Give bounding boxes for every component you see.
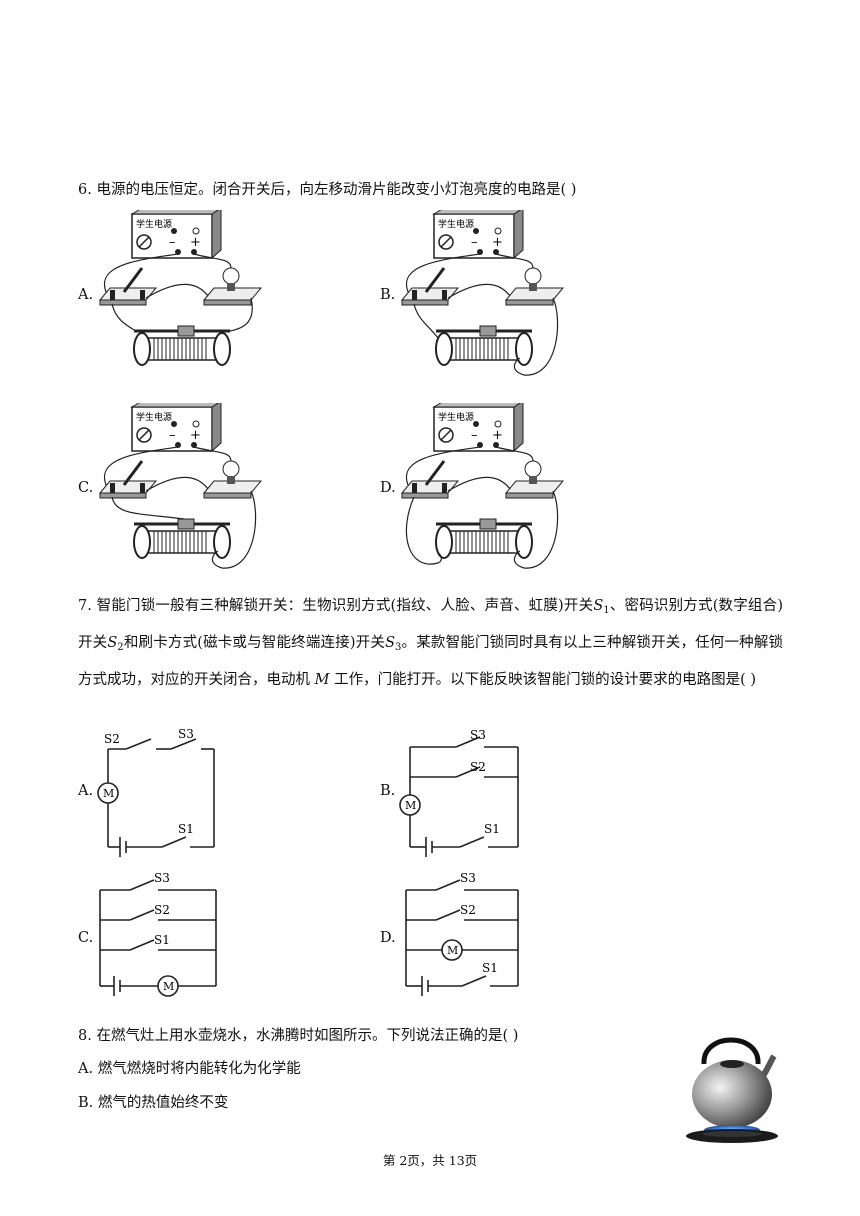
q7-circuit-c-diagram: S3 S2 S1 M bbox=[99, 871, 217, 997]
s1-subscript: 1 bbox=[603, 605, 610, 616]
power-supply-label: 学生电源 bbox=[136, 411, 172, 423]
wires bbox=[103, 253, 253, 332]
power-supply-label: 学生电源 bbox=[438, 411, 474, 423]
s1-label: S1 bbox=[178, 822, 194, 836]
s3-label: S3 bbox=[460, 871, 476, 885]
s1-label: S1 bbox=[484, 822, 500, 836]
s1-label: S1 bbox=[482, 961, 498, 975]
power-supply: 学生电源 –+ bbox=[432, 403, 524, 453]
s3-label: S3 bbox=[154, 871, 170, 885]
power-supply: 学生电源 –+ bbox=[130, 210, 222, 260]
s2-label: S2 bbox=[104, 732, 120, 746]
s3-symbol: S bbox=[385, 635, 395, 651]
s3-label: S3 bbox=[178, 727, 194, 741]
power-supply-label: 学生电源 bbox=[136, 218, 172, 230]
knife-switch bbox=[400, 460, 460, 499]
page-number: 第 2页，共 13页 bbox=[382, 1153, 478, 1168]
bulb-board bbox=[504, 460, 565, 499]
svg-text:+: + bbox=[190, 235, 201, 250]
s2-symbol: S bbox=[107, 635, 118, 651]
q7-stem-part-3: 和刷卡方式(磁卡或与智能终端连接)开关 bbox=[123, 635, 386, 651]
motor-label: M bbox=[447, 944, 458, 957]
wires bbox=[103, 446, 257, 569]
s1-label: S1 bbox=[154, 933, 170, 947]
q7-option-a-label[interactable]: A. bbox=[78, 783, 94, 799]
q6-option-a-label[interactable]: A. bbox=[78, 287, 94, 303]
power-supply-label: 学生电源 bbox=[438, 218, 474, 230]
svg-text:–: – bbox=[169, 235, 176, 250]
q7-circuit-d-diagram: S3 S2 M S1 bbox=[405, 871, 519, 996]
q7-stem-part-5: 工作，门能打开。以下能反映该智能门锁的设计要求的电路图是( ) bbox=[334, 672, 756, 688]
q6-option-b-label[interactable]: B. bbox=[380, 287, 396, 303]
s2-subscript: 2 bbox=[117, 642, 124, 653]
knife-switch bbox=[400, 267, 460, 306]
power-supply: 学生电源 –+ bbox=[432, 210, 524, 260]
q8-option-b[interactable]: B. 燃气的热值始终不变 bbox=[78, 1095, 229, 1111]
q6-stem: 6. 电源的电压恒定。闭合开关后，向左移动滑片能改变小灯泡亮度的电路是( ) bbox=[78, 182, 577, 198]
svg-text:+: + bbox=[492, 428, 503, 443]
bulb-board bbox=[202, 267, 263, 306]
q6-circuit-d-figure: 学生电源 –+ bbox=[400, 403, 565, 569]
motor-symbol: M bbox=[314, 672, 330, 688]
motor-label: M bbox=[163, 980, 174, 993]
rheostat bbox=[435, 325, 533, 366]
q7-stem-part-2: 、密码识别方式(数字组合)开关 bbox=[78, 598, 783, 651]
svg-text:–: – bbox=[471, 428, 478, 443]
q6-option-c-label[interactable]: C. bbox=[78, 480, 94, 496]
q6-circuit-b-figure: 学生电源 –+ bbox=[400, 210, 565, 376]
rheostat bbox=[435, 518, 533, 559]
q7-circuit-b-diagram: M S3 S2 S1 bbox=[399, 728, 519, 857]
q6-option-d-label[interactable]: D. bbox=[380, 480, 396, 496]
knife-switch bbox=[98, 460, 158, 499]
s3-subscript: 3 bbox=[395, 642, 402, 653]
s1-symbol: S bbox=[593, 598, 604, 614]
rheostat bbox=[133, 325, 231, 366]
motor-label: M bbox=[103, 787, 114, 800]
q7-option-d-label[interactable]: D. bbox=[380, 930, 396, 946]
wires bbox=[405, 253, 559, 376]
s2-label: S2 bbox=[470, 760, 486, 774]
s3-label: S3 bbox=[470, 728, 486, 742]
s2-label: S2 bbox=[460, 903, 476, 917]
q6-circuit-c-figure: 学生电源 –+ bbox=[98, 403, 263, 569]
q7-stem-part-4: 。某款智能门锁同时具有以上三种解锁开关，任何一种解锁方式成功，对应的开关闭合，电… bbox=[78, 635, 784, 688]
svg-text:+: + bbox=[492, 235, 503, 250]
bulb-board bbox=[202, 460, 263, 499]
q7-circuit-a-diagram: M S2 S3 S1 bbox=[97, 727, 215, 857]
s2-label: S2 bbox=[154, 903, 170, 917]
q6-circuit-a-figure: 学生电源 –+ bbox=[98, 210, 263, 366]
q8-stem: 8. 在燃气灶上用水壶烧水，水沸腾时如图所示。下列说法正确的是( ) bbox=[78, 1028, 519, 1044]
knife-switch bbox=[98, 267, 158, 306]
svg-text:–: – bbox=[169, 428, 176, 443]
q7-option-b-label[interactable]: B. bbox=[380, 783, 396, 799]
q7-stem-part-1: 7. 智能门锁一般有三种解锁开关：生物识别方式(指纹、人脸、声音、虹膜)开关 bbox=[78, 598, 594, 614]
rheostat bbox=[133, 518, 231, 559]
q8-option-a[interactable]: A. 燃气燃烧时将内能转化为化学能 bbox=[78, 1061, 301, 1077]
q7-stem: 7. 智能门锁一般有三种解锁开关：生物识别方式(指纹、人脸、声音、虹膜)开关S1… bbox=[78, 590, 783, 697]
wires bbox=[405, 446, 559, 569]
bulb-board bbox=[504, 267, 565, 306]
svg-text:+: + bbox=[190, 428, 201, 443]
kettle-on-stove-image bbox=[686, 1037, 778, 1143]
q7-option-c-label[interactable]: C. bbox=[78, 930, 94, 946]
svg-text:–: – bbox=[471, 235, 478, 250]
power-supply: 学生电源 –+ bbox=[130, 403, 222, 453]
motor-label: M bbox=[405, 799, 416, 812]
